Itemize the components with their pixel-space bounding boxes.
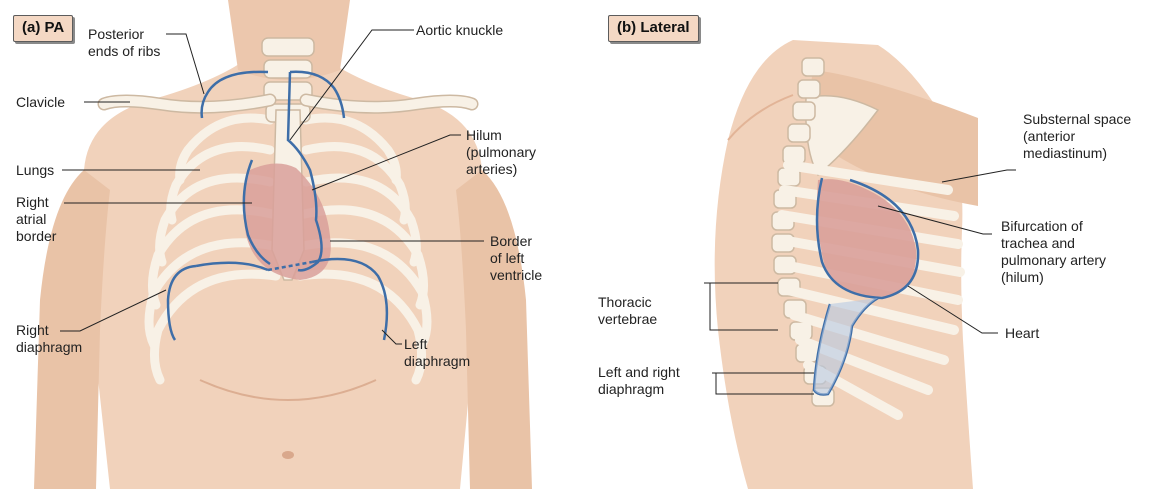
bifurcation-label: Bifurcation of trachea and pulmonary art… — [1001, 218, 1106, 286]
right-diaphragm-line-1: Right — [16, 322, 82, 339]
right-diaphragm-line-2: diaphragm — [16, 339, 82, 356]
bifurcation-line-3: pulmonary artery — [1001, 252, 1106, 269]
bifurcation-line-4: (hilum) — [1001, 269, 1106, 286]
left-ventricle-border-label: Border of left ventricle — [490, 233, 542, 284]
lateral-panel: (b) Lateral Substernal space (anterior m… — [578, 0, 1156, 489]
right-atrial-line-2: atrial — [16, 211, 56, 228]
left-ventricle-line-2: of left — [490, 250, 542, 267]
lungs-label: Lungs — [16, 162, 54, 179]
left-diaphragm-line-2: diaphragm — [404, 353, 470, 370]
thoracic-vertebrae-label: Thoracic vertebrae — [598, 294, 657, 328]
heart-label: Heart — [1005, 325, 1039, 342]
right-diaphragm-label: Right diaphragm — [16, 322, 82, 356]
right-atrial-line-3: border — [16, 228, 56, 245]
lateral-diaphragm-label: Left and right diaphragm — [598, 364, 680, 398]
aortic-knuckle-label: Aortic knuckle — [416, 22, 503, 39]
thoracic-line-1: Thoracic — [598, 294, 657, 311]
hilum-line-2: (pulmonary — [466, 144, 536, 161]
right-atrial-line-1: Right — [16, 194, 56, 211]
right-atrial-border-label: Right atrial border — [16, 194, 56, 245]
posterior-ribs-line-2: ends of ribs — [88, 43, 160, 60]
hilum-line-3: arteries) — [466, 161, 536, 178]
pa-panel-tag: (a) PA — [13, 15, 73, 42]
pa-navel — [282, 451, 294, 459]
bifurcation-line-2: trachea and — [1001, 235, 1106, 252]
posterior-ribs-label: Posterior ends of ribs — [88, 26, 160, 60]
pa-panel: (a) PA Posterior ends of ribs Aortic knu… — [0, 0, 578, 489]
substernal-line-1: Substernal space — [1023, 111, 1131, 128]
substernal-line-3: mediastinum) — [1023, 145, 1131, 162]
hilum-line-1: Hilum — [466, 127, 536, 144]
left-ventricle-line-3: ventricle — [490, 267, 542, 284]
clavicle-label: Clavicle — [16, 94, 65, 111]
bifurcation-line-1: Bifurcation of — [1001, 218, 1106, 235]
posterior-ribs-line-1: Posterior — [88, 26, 160, 43]
pa-left-arm — [456, 170, 532, 489]
left-diaphragm-line-1: Left — [404, 336, 470, 353]
hilum-label: Hilum (pulmonary arteries) — [466, 127, 536, 178]
substernal-space-label: Substernal space (anterior mediastinum) — [1023, 111, 1131, 162]
lateral-diaphragm-line-2: diaphragm — [598, 381, 680, 398]
left-diaphragm-label: Left diaphragm — [404, 336, 470, 370]
lateral-diaphragm-line-1: Left and right — [598, 364, 680, 381]
substernal-line-2: (anterior — [1023, 128, 1131, 145]
lateral-panel-tag: (b) Lateral — [608, 15, 699, 42]
thoracic-line-2: vertebrae — [598, 311, 657, 328]
left-ventricle-line-1: Border — [490, 233, 542, 250]
